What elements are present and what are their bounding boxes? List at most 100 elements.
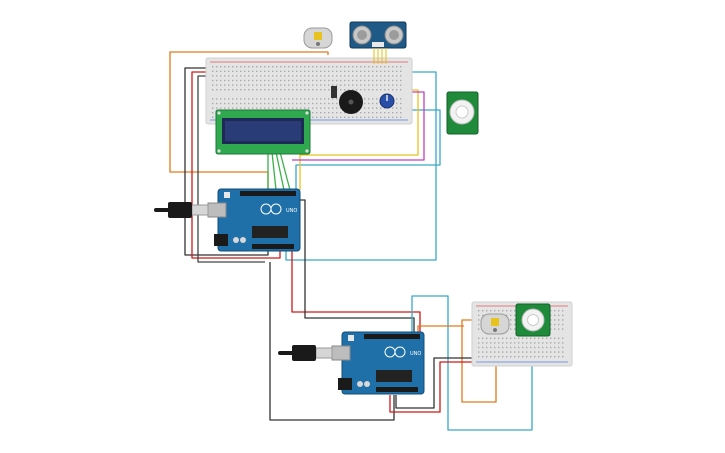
breadboard-hole xyxy=(280,89,282,91)
wire-cyan-top[interactable] xyxy=(285,71,437,261)
dc-motor-bottom-icon[interactable] xyxy=(480,313,510,335)
breadboard-hole xyxy=(268,107,270,109)
piezo-buzzer-icon[interactable] xyxy=(331,86,363,114)
breadboard-hole xyxy=(498,337,500,339)
wire-orange-bottom-2[interactable] xyxy=(417,325,464,332)
wire-red-bottom[interactable] xyxy=(389,361,480,413)
breadboard-hole xyxy=(288,84,290,86)
breadboard-hole xyxy=(482,314,484,316)
breadboard-hole xyxy=(316,84,318,86)
arduino-top-board-mark: UNO xyxy=(286,208,297,214)
breadboard-hole xyxy=(360,75,362,77)
breadboard-hole xyxy=(292,102,294,105)
breadboard-hole xyxy=(360,116,362,118)
breadboard-hole xyxy=(212,116,214,118)
breadboard-hole xyxy=(514,328,516,330)
breadboard-hole xyxy=(554,323,556,326)
breadboard-hole xyxy=(240,66,242,68)
breadboard-hole xyxy=(478,323,480,326)
breadboard-hole xyxy=(308,98,310,100)
wire-dark-link[interactable] xyxy=(269,262,395,421)
breadboard-hole xyxy=(216,98,218,100)
breadboard-hole xyxy=(244,70,246,72)
breadboard-hole xyxy=(312,102,314,105)
breadboard-hole xyxy=(300,107,302,109)
breadboard-hole xyxy=(316,66,318,68)
breadboard-hole xyxy=(514,342,516,344)
breadboard-hole xyxy=(340,75,342,77)
breadboard-hole xyxy=(264,84,266,86)
breadboard-hole xyxy=(550,356,552,358)
usb-cable-top-icon[interactable] xyxy=(154,202,209,218)
wire-red-link[interactable] xyxy=(291,248,421,332)
breadboard-hole xyxy=(514,314,516,316)
usb-cable-bottom-icon[interactable] xyxy=(278,345,333,361)
breadboard-hole xyxy=(288,66,290,68)
lcd-16x2-icon[interactable] xyxy=(215,109,311,155)
breadboard-hole xyxy=(312,116,314,118)
breadboard-hole xyxy=(364,75,366,77)
breadboard-hole xyxy=(288,75,290,77)
wire-green-lcd-3[interactable] xyxy=(275,151,285,191)
breadboard-hole xyxy=(232,75,234,77)
breadboard-hole xyxy=(276,102,278,105)
breadboard-hole xyxy=(292,79,294,82)
breadboard-hole xyxy=(364,89,366,91)
breadboard-hole xyxy=(260,75,262,77)
breadboard-hole xyxy=(336,79,338,82)
breadboard-hole xyxy=(400,98,402,100)
breadboard-hole xyxy=(356,112,358,114)
breadboard-hole xyxy=(304,75,306,77)
breadboard-hole xyxy=(542,356,544,358)
breadboard-hole xyxy=(240,89,242,91)
breadboard-hole xyxy=(236,66,238,68)
breadboard-hole xyxy=(236,98,238,100)
breadboard-hole xyxy=(554,310,556,312)
breadboard-hole xyxy=(490,346,492,349)
breadboard-hole xyxy=(530,351,532,353)
arduino-bottom-board-mark: UNO xyxy=(410,351,421,357)
wire-green-lcd-2[interactable] xyxy=(271,151,277,191)
wire-dark-top-left[interactable] xyxy=(184,67,269,256)
dc-motor-top-icon[interactable] xyxy=(303,27,333,49)
wire-red-top-left[interactable] xyxy=(191,71,281,259)
breadboard-hole xyxy=(332,112,334,114)
breadboard-hole xyxy=(542,342,544,344)
pir-sensor-top-icon[interactable] xyxy=(446,91,479,135)
breadboard-hole xyxy=(292,98,294,100)
breadboard-hole xyxy=(304,84,306,86)
breadboard-hole xyxy=(348,89,350,91)
breadboard-hole xyxy=(380,116,382,118)
breadboard-hole xyxy=(324,70,326,72)
breadboard-hole xyxy=(336,107,338,109)
breadboard-hole xyxy=(296,89,298,91)
breadboard-hole xyxy=(304,107,306,109)
breadboard-hole xyxy=(328,98,330,100)
wire-dark-bottom[interactable] xyxy=(395,357,478,409)
breadboard-hole xyxy=(530,356,532,358)
breadboard-hole xyxy=(384,79,386,82)
wire-cyan-bottom[interactable] xyxy=(411,295,533,431)
ultrasonic-sensor-icon[interactable] xyxy=(349,21,407,49)
arduino-uno-bottom-icon[interactable]: UNO xyxy=(331,331,425,395)
breadboard-hole xyxy=(558,314,560,316)
breadboard-hole xyxy=(550,323,552,326)
breadboard-hole xyxy=(320,112,322,114)
breadboard-hole xyxy=(272,70,274,72)
breadboard-hole xyxy=(312,66,314,68)
potentiometer-icon[interactable] xyxy=(379,93,395,109)
breadboard-hole xyxy=(284,98,286,100)
breadboard-hole xyxy=(494,346,496,349)
breadboard-hole xyxy=(380,75,382,77)
breadboard-hole xyxy=(268,98,270,100)
wire-green-lcd-4[interactable] xyxy=(279,151,291,191)
pir-sensor-bottom-icon[interactable] xyxy=(515,303,551,337)
arduino-uno-top-icon[interactable]: UNO xyxy=(207,188,301,252)
breadboard-hole xyxy=(232,70,234,72)
breadboard-hole xyxy=(376,116,378,118)
breadboard-hole xyxy=(400,84,402,86)
wire-dark-link-2[interactable] xyxy=(300,199,415,332)
breadboard-hole xyxy=(232,89,234,91)
breadboard-hole xyxy=(256,84,258,86)
